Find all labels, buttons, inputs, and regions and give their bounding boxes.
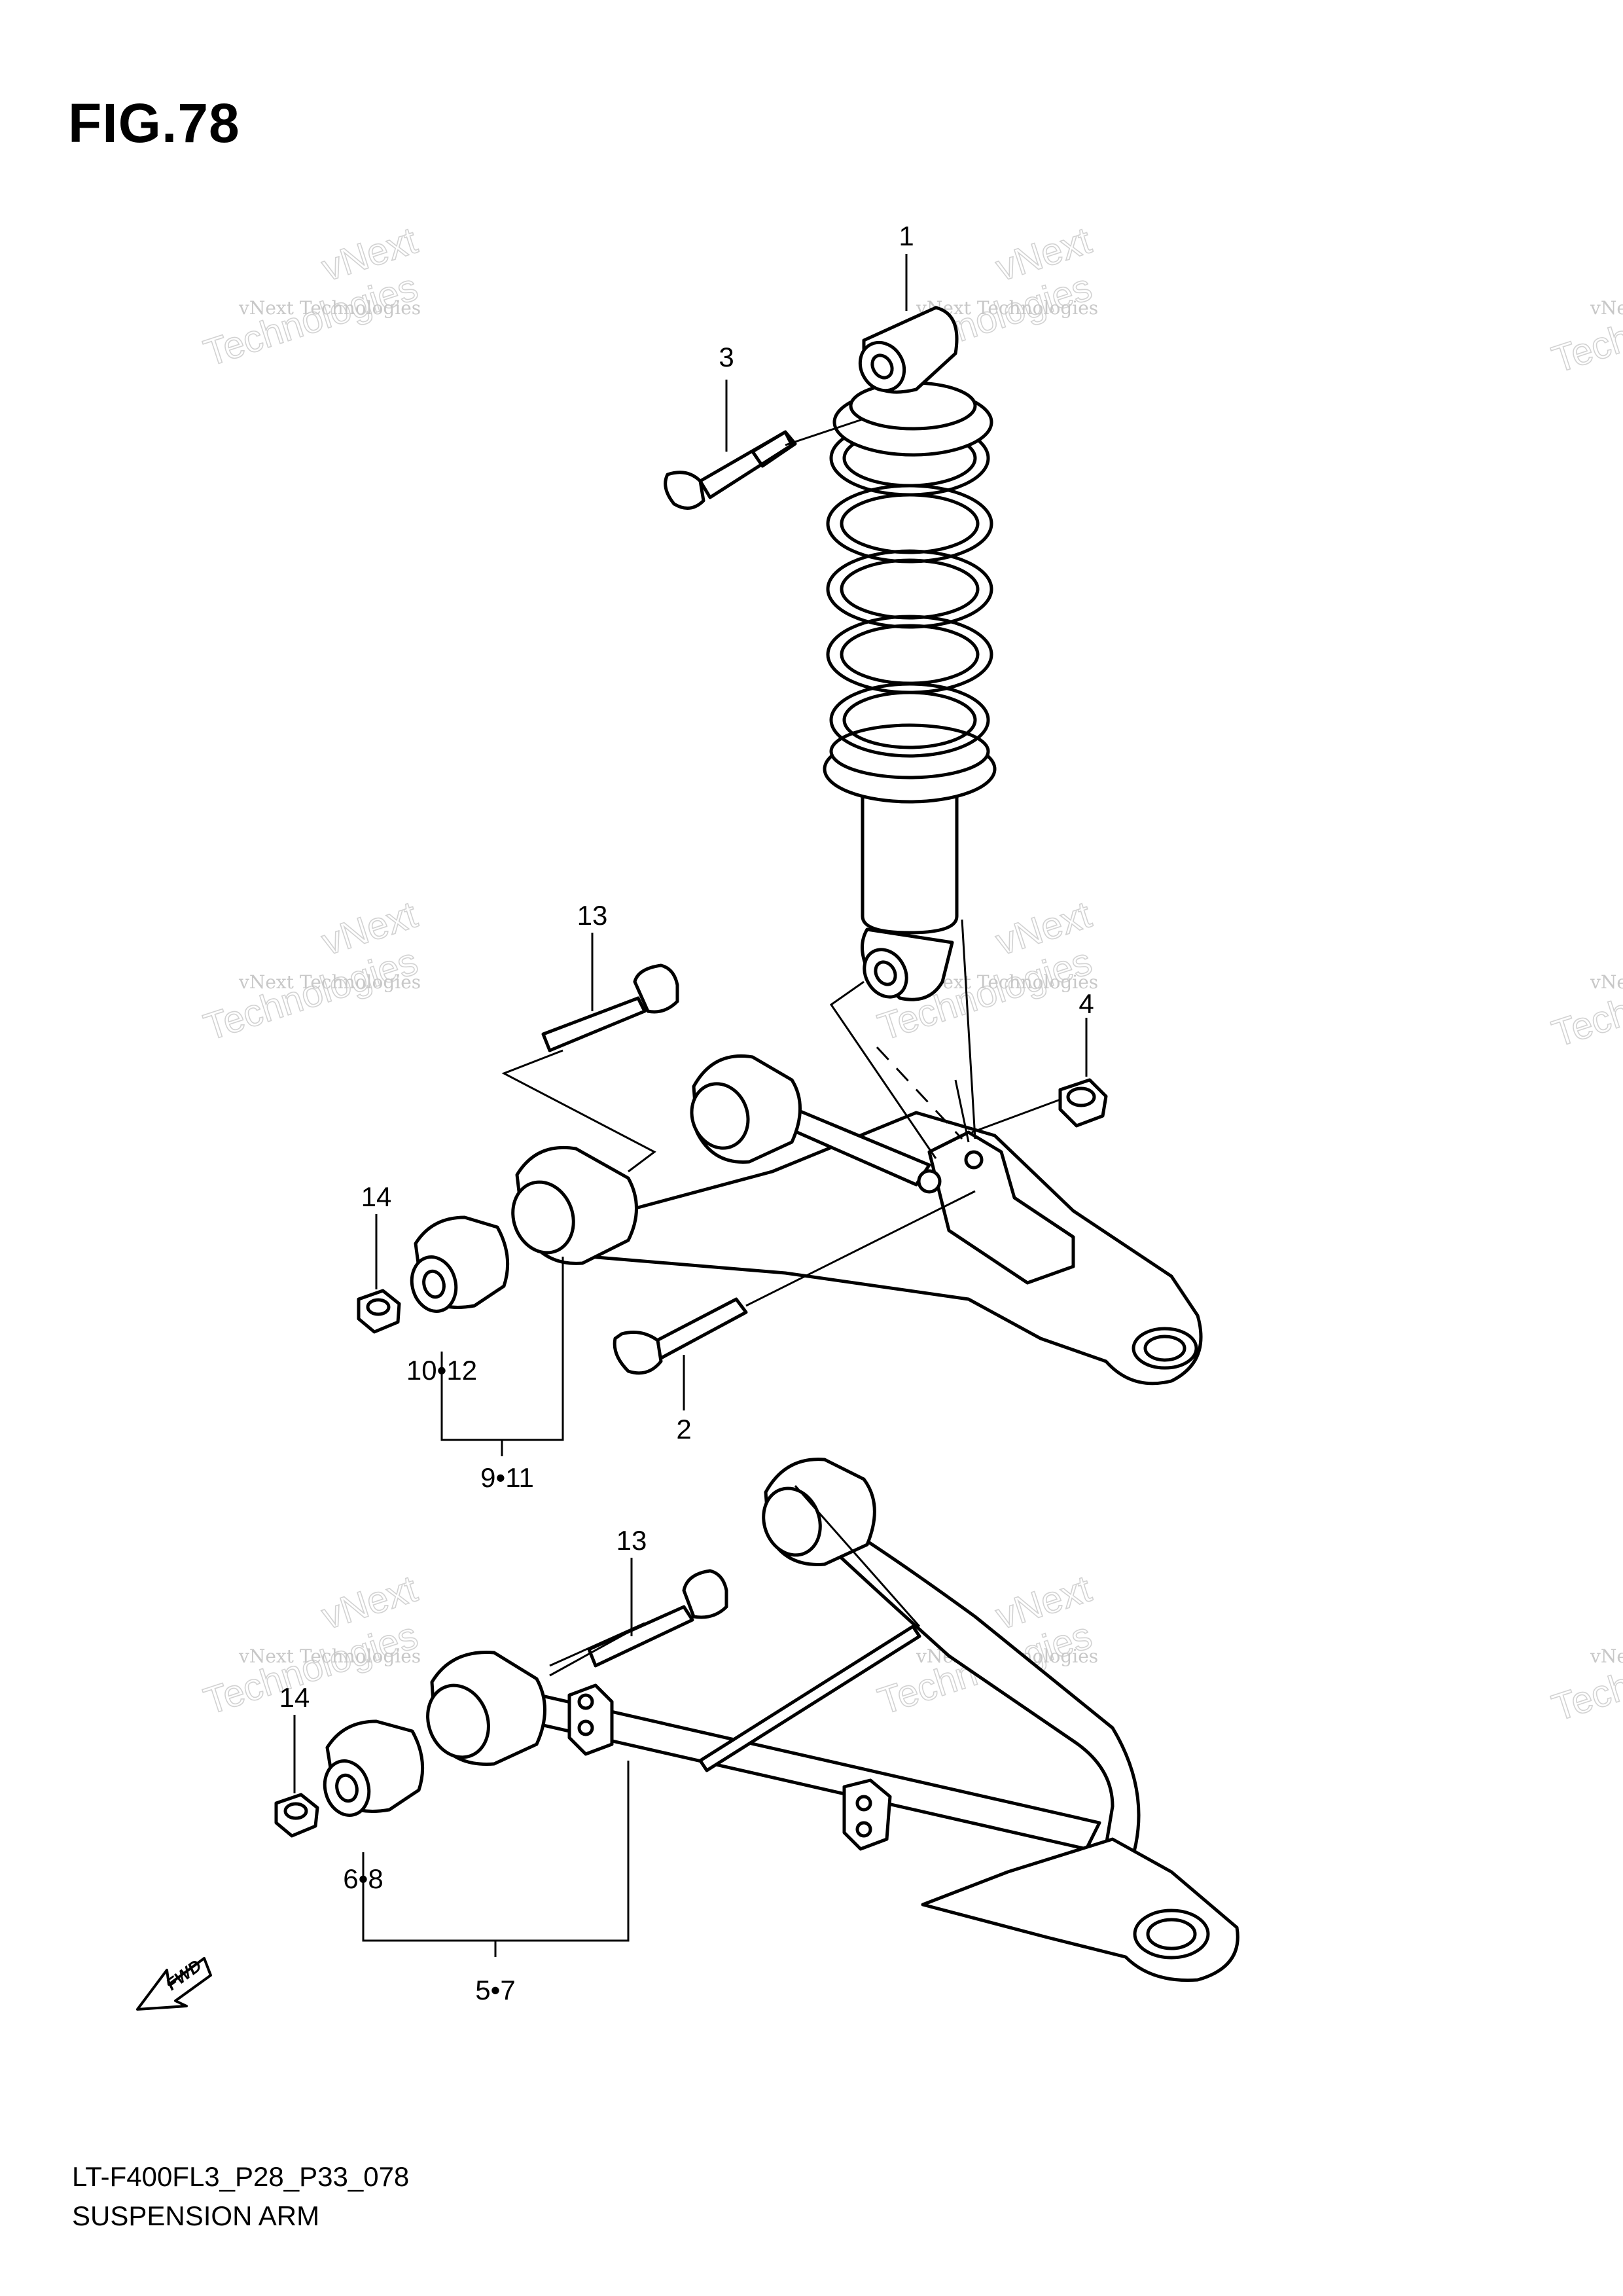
watermark-7: vNext Technologies vNext Technologies [198, 1567, 423, 1723]
watermark-small-text: vNext Technologies [916, 971, 1098, 993]
bolt-shank [652, 1297, 748, 1360]
bolt-head [664, 471, 705, 510]
callout-13-upper: 13 [577, 900, 608, 931]
callout-3: 3 [719, 342, 734, 372]
watermark-small-text: vNext Technologies [1590, 971, 1623, 993]
watermark-big-text: Technologies [1547, 946, 1623, 1055]
shock-mount-bracket [927, 1130, 1075, 1285]
watermark-small-text: vNext Technologies [238, 1645, 421, 1667]
shock-body [861, 787, 959, 935]
bolt-head [613, 1331, 663, 1375]
upper-suspension-arm [511, 1054, 1203, 1386]
lower-arm-ball-joint-end [921, 1837, 1240, 1982]
lower-suspension-arm [426, 1458, 1240, 1982]
bracket-hole [917, 1169, 942, 1194]
upper-arm-body [587, 1111, 1203, 1386]
figure-title: FIG.78 [68, 92, 240, 154]
callout-13-lower: 13 [616, 1525, 647, 1556]
nut-14-upper [357, 1289, 401, 1334]
diagram-name: SUSPENSION ARM [72, 2200, 320, 2231]
watermark-small-text: vNext Technologies [238, 971, 421, 993]
watermark-4: vNext Technologies vNext Technologies [198, 893, 423, 1049]
leader-lines [293, 254, 1088, 1957]
watermark-6: Technologies vNext Technologies [1546, 946, 1623, 1056]
callouts: 1 3 13 4 14 10•12 9•11 2 13 14 6•8 5•7 [279, 221, 1094, 2005]
watermark-big-text: Technologies [199, 266, 423, 374]
watermark-3: Technologies vNext Technologies [1546, 272, 1623, 382]
watermark-big-text: Technologies [199, 940, 423, 1049]
bolt-shank [587, 1605, 694, 1668]
assembly-guide-lines [501, 418, 1061, 1677]
fwd-arrow-icon [136, 1957, 212, 2011]
lower-arm-cross-brace [698, 1624, 921, 1772]
callout-14-lower: 14 [279, 1682, 310, 1713]
diagram-code: LT-F400FL3_P28_P33_078 [72, 2161, 410, 2192]
callout-6-8: 6•8 [343, 1863, 383, 1894]
watermark-1: vNext Technologies vNext Technologies [198, 219, 423, 375]
coil-spring [826, 420, 993, 758]
watermark-9: Technologies vNext Technologies [1546, 1620, 1623, 1730]
watermark-small-text: vNext Technologies [1590, 297, 1623, 319]
bolt-3 [664, 430, 797, 510]
callout-14-upper: 14 [361, 1181, 392, 1212]
shock-absorber [823, 306, 997, 1001]
callout-2: 2 [676, 1414, 691, 1444]
bushing-10-12 [410, 1215, 510, 1313]
bolt-head [682, 1569, 728, 1619]
bolt-13-lower [587, 1569, 728, 1668]
bolt-2 [613, 1297, 748, 1375]
callout-1: 1 [899, 221, 914, 251]
watermark-big-text: Technologies [1547, 272, 1623, 381]
bolt-head [633, 963, 679, 1014]
bushing-6-8 [323, 1719, 425, 1817]
nut-14-lower [274, 1793, 319, 1838]
callout-9-11: 9•11 [480, 1462, 534, 1493]
lower-arm-bracket-2 [842, 1778, 892, 1851]
callout-10-12: 10•12 [406, 1355, 477, 1386]
watermark-big-text: Technologies [1547, 1621, 1623, 1729]
nut-4 [1058, 1078, 1108, 1128]
watermark-small-text: vNext Technologies [1590, 1645, 1623, 1667]
bolt-shank [698, 430, 794, 499]
callout-4: 4 [1079, 988, 1094, 1019]
bolt-13-upper [541, 963, 679, 1052]
watermark-small-text: vNext Technologies [238, 297, 421, 319]
callout-5-7: 5•7 [475, 1975, 515, 2005]
bolt-shank [541, 996, 647, 1052]
watermark-big-text: Technologies [199, 1614, 423, 1723]
